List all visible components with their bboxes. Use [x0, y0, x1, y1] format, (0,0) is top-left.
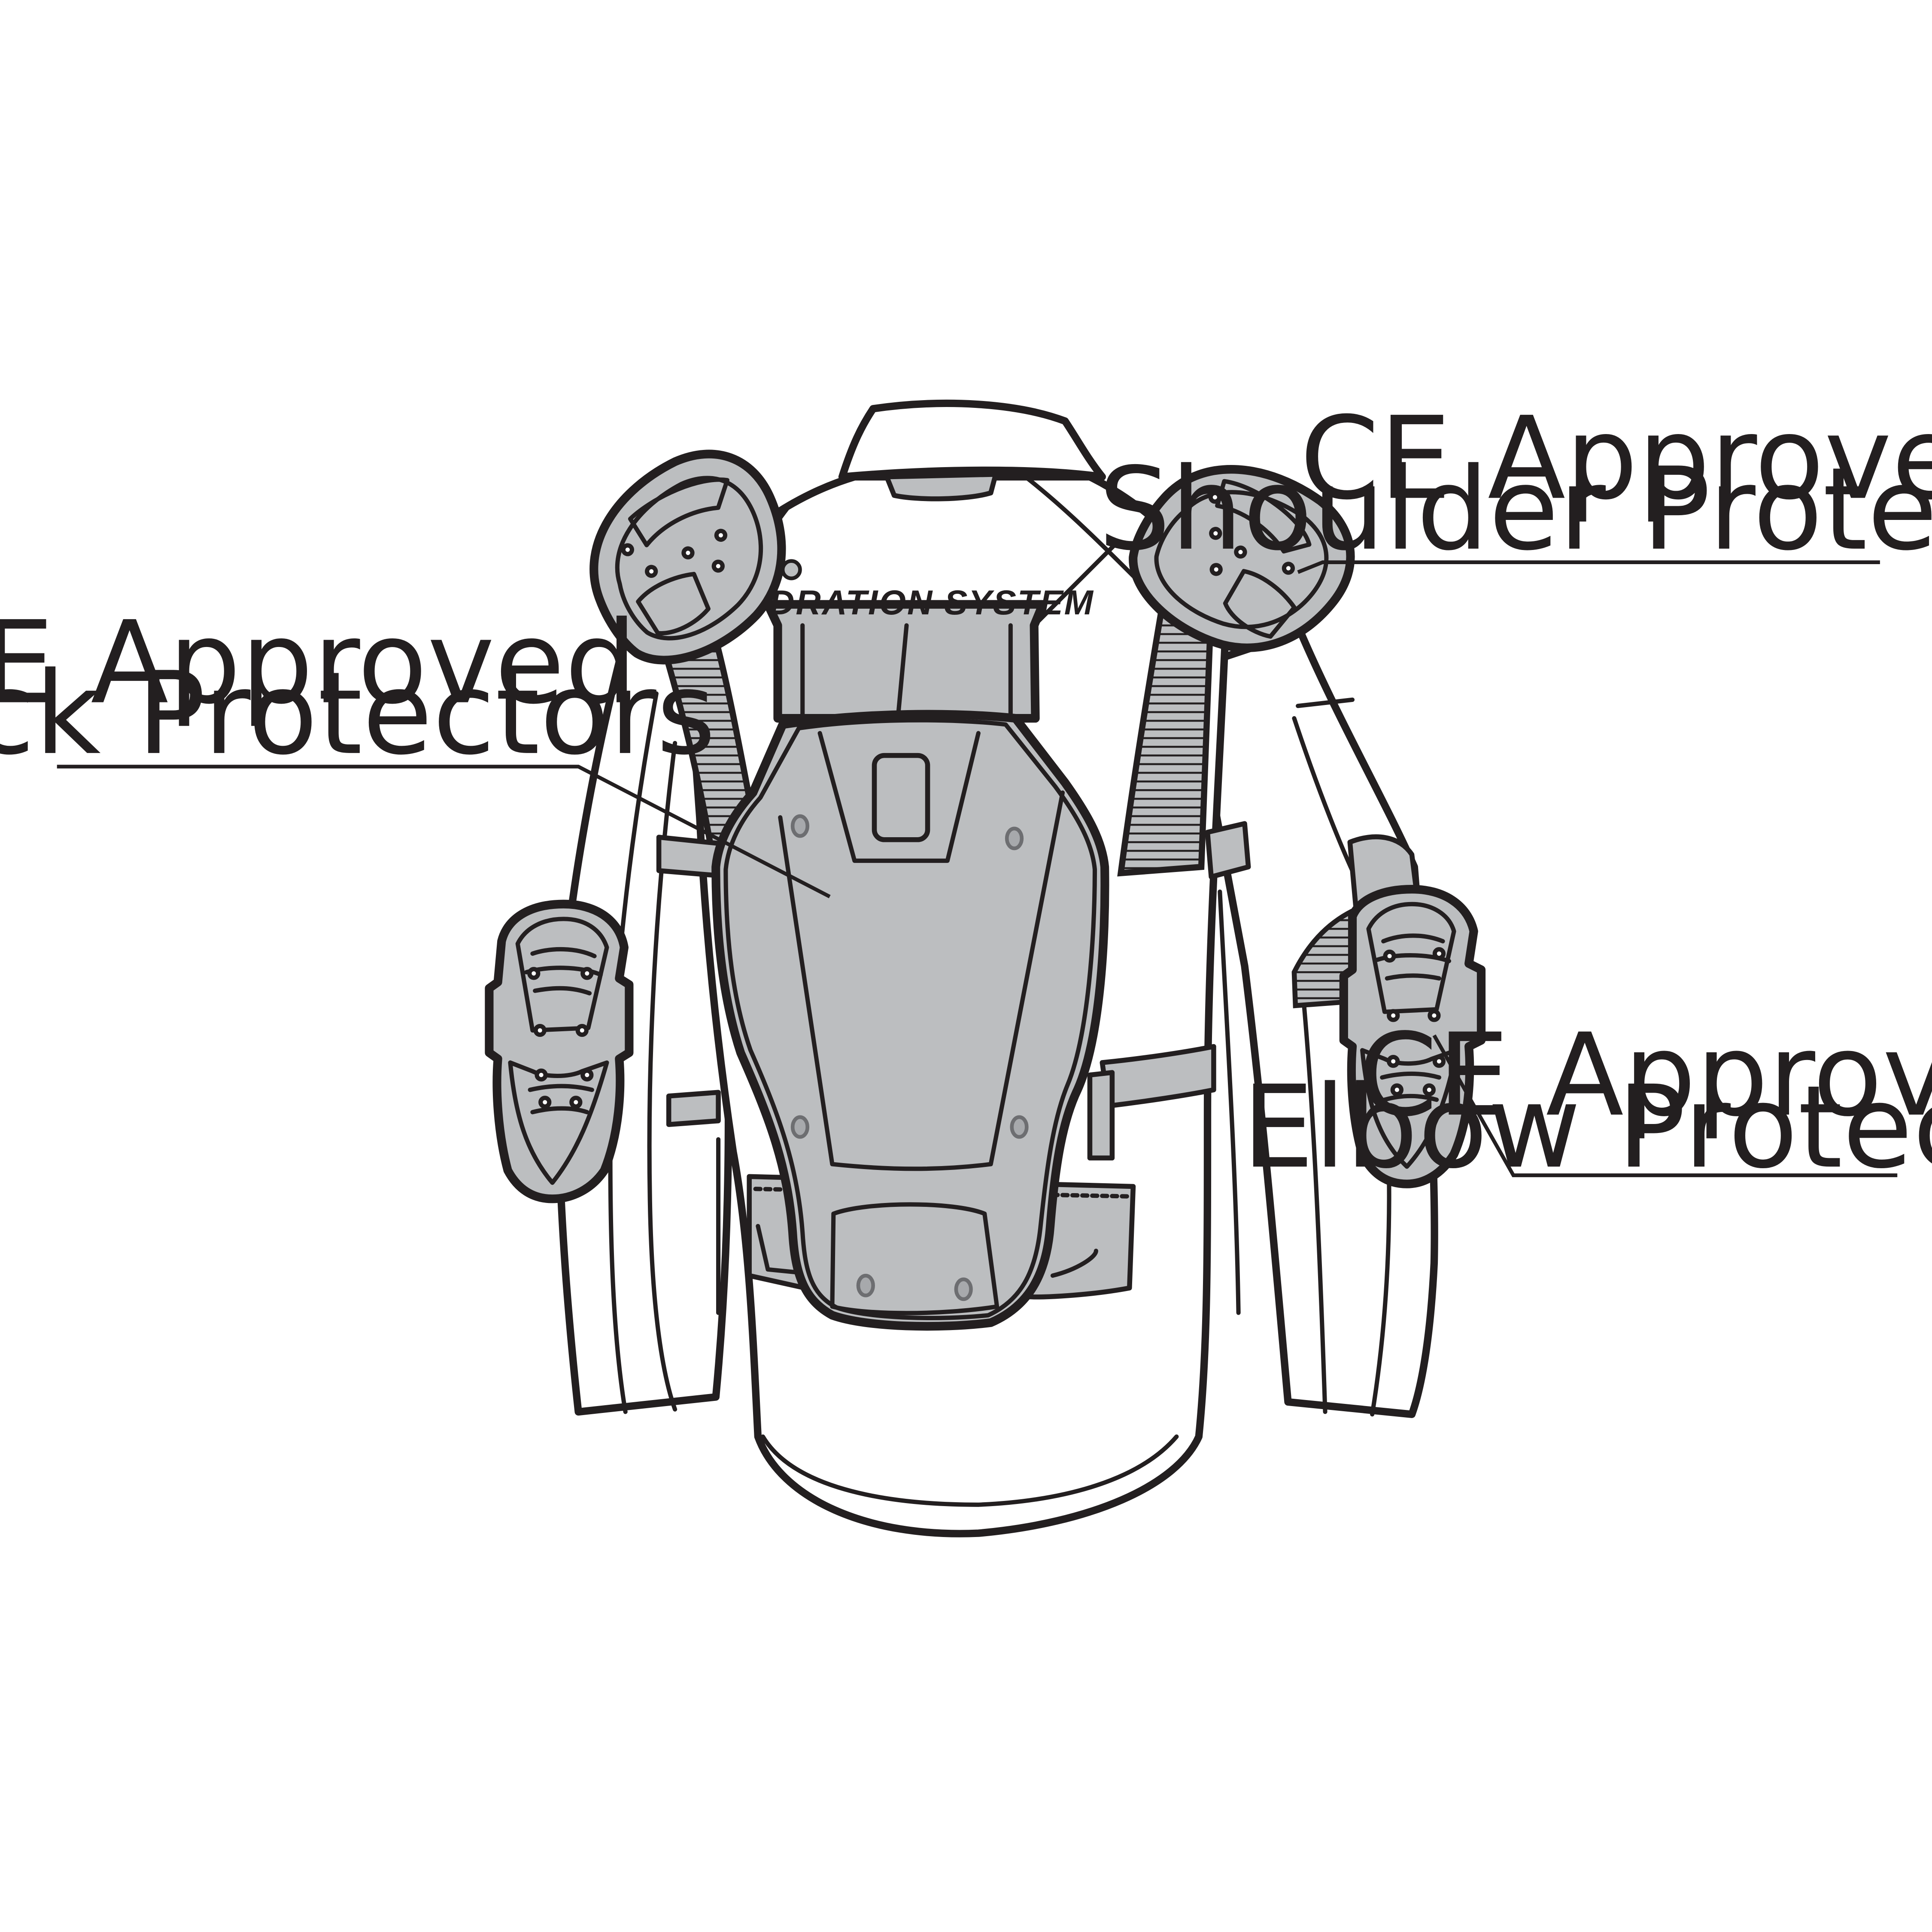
waist-buckle — [1087, 1070, 1115, 1160]
elbow-callout: CE Approved Elbow Protectors — [1242, 1009, 1932, 1194]
back-rivet — [790, 814, 810, 838]
back-rivet — [856, 1273, 875, 1297]
hydration-system: HYDRATION SYSTEM — [719, 583, 1094, 723]
kidney-belt-loop-right — [1050, 1249, 1098, 1278]
left-shoulder-protector — [589, 450, 786, 665]
back-callout-line2: Back Protectors — [0, 647, 716, 780]
kidney-belt-loop-left — [756, 1224, 808, 1276]
right-elbow-protector — [1339, 885, 1486, 1188]
shoulder-callout-line2: Shoulder Protectors — [1098, 443, 1932, 576]
left-elbow-protector — [485, 899, 634, 1203]
back-callout: CE Approved Back Protectors — [0, 597, 831, 899]
back-protector — [711, 710, 1109, 1331]
back-rivet — [1010, 1115, 1029, 1139]
side-seam-right — [1218, 889, 1241, 1315]
hydration-tag: HYDRATION SYSTEM — [719, 583, 1094, 622]
back-protector-rim — [723, 718, 1097, 1320]
shoulder-callout: CE Approved Shoulder Protectors — [1098, 392, 1932, 576]
right-sleeve-seam-2 — [1298, 963, 1327, 1414]
hem-line — [760, 1434, 1179, 1507]
back-middle-plate — [778, 790, 1065, 1171]
back-callout-line1: CE Approved — [0, 597, 637, 729]
back-rivet — [1005, 826, 1024, 851]
back-rivet — [954, 1277, 973, 1301]
back-protector-shell — [711, 710, 1109, 1331]
shoulder-callout-line1: CE Approved — [1300, 392, 1932, 525]
back-rivet — [790, 1115, 810, 1139]
harness — [656, 591, 1251, 1160]
left-elbow-strap — [666, 1090, 721, 1127]
hydration-seam — [896, 623, 909, 721]
right-shoulder-protector — [1129, 465, 1355, 652]
shoulder-leader-line — [1297, 560, 1880, 574]
back-center-pad — [872, 753, 930, 842]
right-cross-strap — [1205, 821, 1251, 880]
back-leader-line — [57, 765, 831, 899]
right-harness-strap — [1117, 591, 1215, 877]
yoke-seam-right — [1023, 474, 1142, 584]
back-lower-plate — [830, 1202, 999, 1315]
elbow-callout-line2: Elbow Protectors — [1242, 1061, 1932, 1194]
waist-strap-right — [1100, 1044, 1216, 1109]
left-shoulder-snap — [781, 559, 802, 580]
right-shoulder-seam — [1296, 697, 1355, 708]
elbow-callout-line1: CE Approved — [1358, 1009, 1932, 1142]
collar-tab — [884, 472, 998, 501]
back-upper-plate — [817, 731, 981, 863]
elbow-leader-line — [1432, 1034, 1898, 1177]
collar — [838, 399, 1106, 481]
